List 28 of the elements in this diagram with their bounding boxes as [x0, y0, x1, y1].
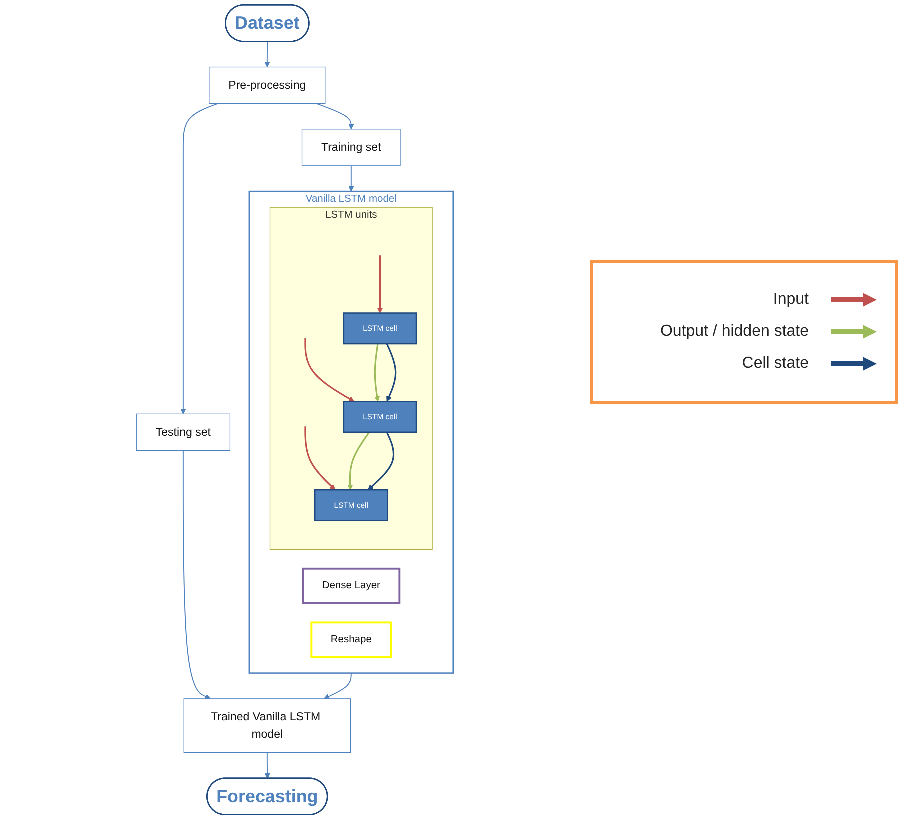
legend-label: Cell state: [742, 355, 809, 373]
node-box: [310, 622, 392, 658]
node-box: [209, 66, 326, 104]
arrow: [180, 103, 219, 414]
arrow: [316, 103, 354, 130]
arrow: [348, 432, 370, 490]
arrow: [264, 752, 270, 779]
arrow: [386, 344, 397, 402]
arrow: [374, 344, 380, 402]
arrow: [304, 426, 336, 490]
node-box: [184, 698, 351, 754]
cluster: [248, 190, 454, 674]
legend-label: Input: [773, 291, 809, 309]
legend-label: Output / hidden state: [660, 323, 809, 341]
arrow: [182, 450, 211, 700]
node-box: [302, 568, 401, 604]
arrow: [324, 672, 352, 700]
arrow: [264, 41, 270, 68]
node-box: [302, 129, 401, 166]
arrow: [377, 256, 384, 314]
arrow: [348, 165, 354, 192]
node-box: [314, 489, 388, 522]
cluster: [270, 207, 433, 550]
arrow: [368, 432, 395, 490]
node-box: [343, 401, 418, 434]
node-box: [136, 414, 231, 451]
node-box: [343, 312, 418, 345]
arrow: [304, 338, 354, 402]
